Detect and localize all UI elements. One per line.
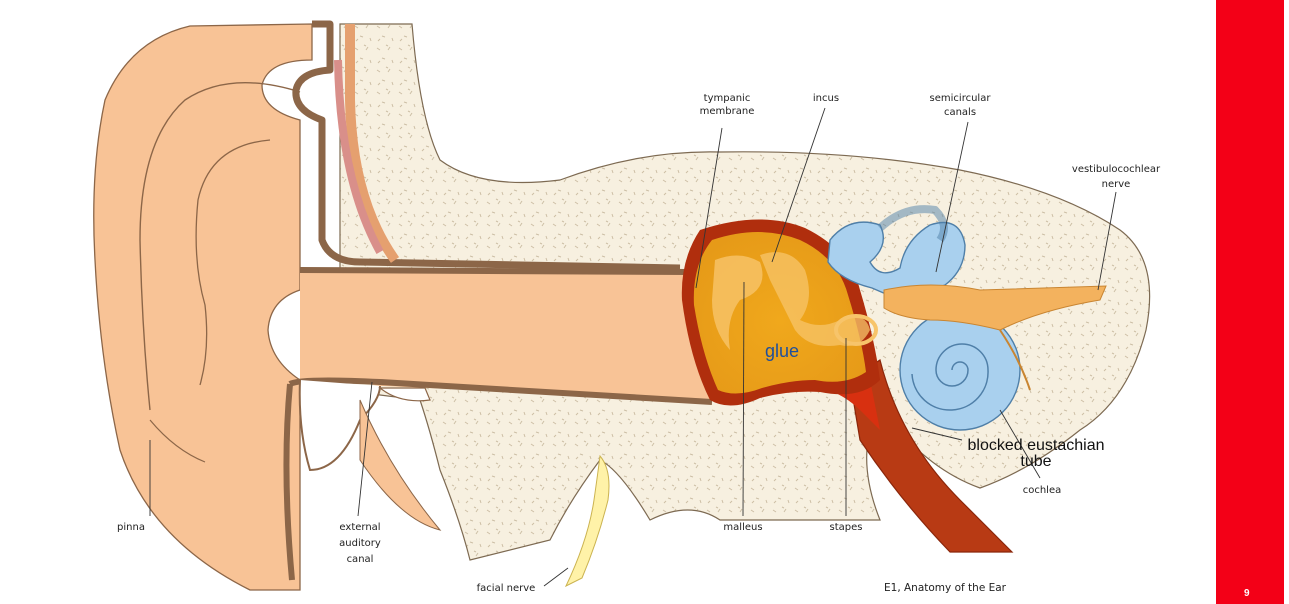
label-line: nerve: [1102, 179, 1131, 190]
label-vestibulocochlear-nerve: vestibulocochlear nerve: [1072, 164, 1161, 190]
ear-anatomy-diagram: tympanic membrane incus semicircular can…: [93, 20, 1161, 594]
label-line: canal: [347, 554, 374, 565]
pinna-shape: [93, 23, 313, 591]
facial-nerve-shape: [564, 454, 610, 588]
label-stapes: stapes: [830, 522, 863, 533]
label-external-auditory-canal: external auditory canal: [339, 522, 381, 565]
label-line: semicircular: [930, 93, 992, 104]
accent-sidebar: [1216, 0, 1284, 604]
label-line: tube: [1020, 453, 1051, 470]
label-line: external: [339, 522, 380, 533]
figure-caption: E1, Anatomy of the Ear: [884, 582, 1007, 594]
label-line: vestibulocochlear: [1072, 164, 1161, 175]
label-cochlea: cochlea: [1023, 485, 1062, 496]
label-line: canals: [944, 107, 976, 118]
label-line: blocked eustachian: [968, 437, 1105, 454]
eustachian-tube-shape: [849, 359, 1014, 553]
label-line: auditory: [339, 538, 381, 549]
label-line: tympanic: [704, 93, 751, 104]
label-pinna: pinna: [117, 522, 145, 533]
label-semicircular-canals: semicircular canals: [930, 93, 992, 118]
external-auditory-canal-shape: [300, 268, 710, 400]
label-line: membrane: [700, 106, 755, 117]
skin-lining: [292, 20, 681, 272]
page-number: 9: [1244, 588, 1250, 599]
label-incus: incus: [813, 93, 839, 104]
label-blocked-eustachian-tube: blocked eustachian tube: [968, 437, 1105, 470]
label-malleus: malleus: [723, 522, 762, 533]
vestibulocochlear-nerve-shape: [883, 284, 1107, 331]
label-glue: glue: [765, 341, 799, 361]
label-facial-nerve: facial nerve: [477, 583, 536, 594]
label-tympanic-membrane: tympanic membrane: [700, 93, 755, 117]
